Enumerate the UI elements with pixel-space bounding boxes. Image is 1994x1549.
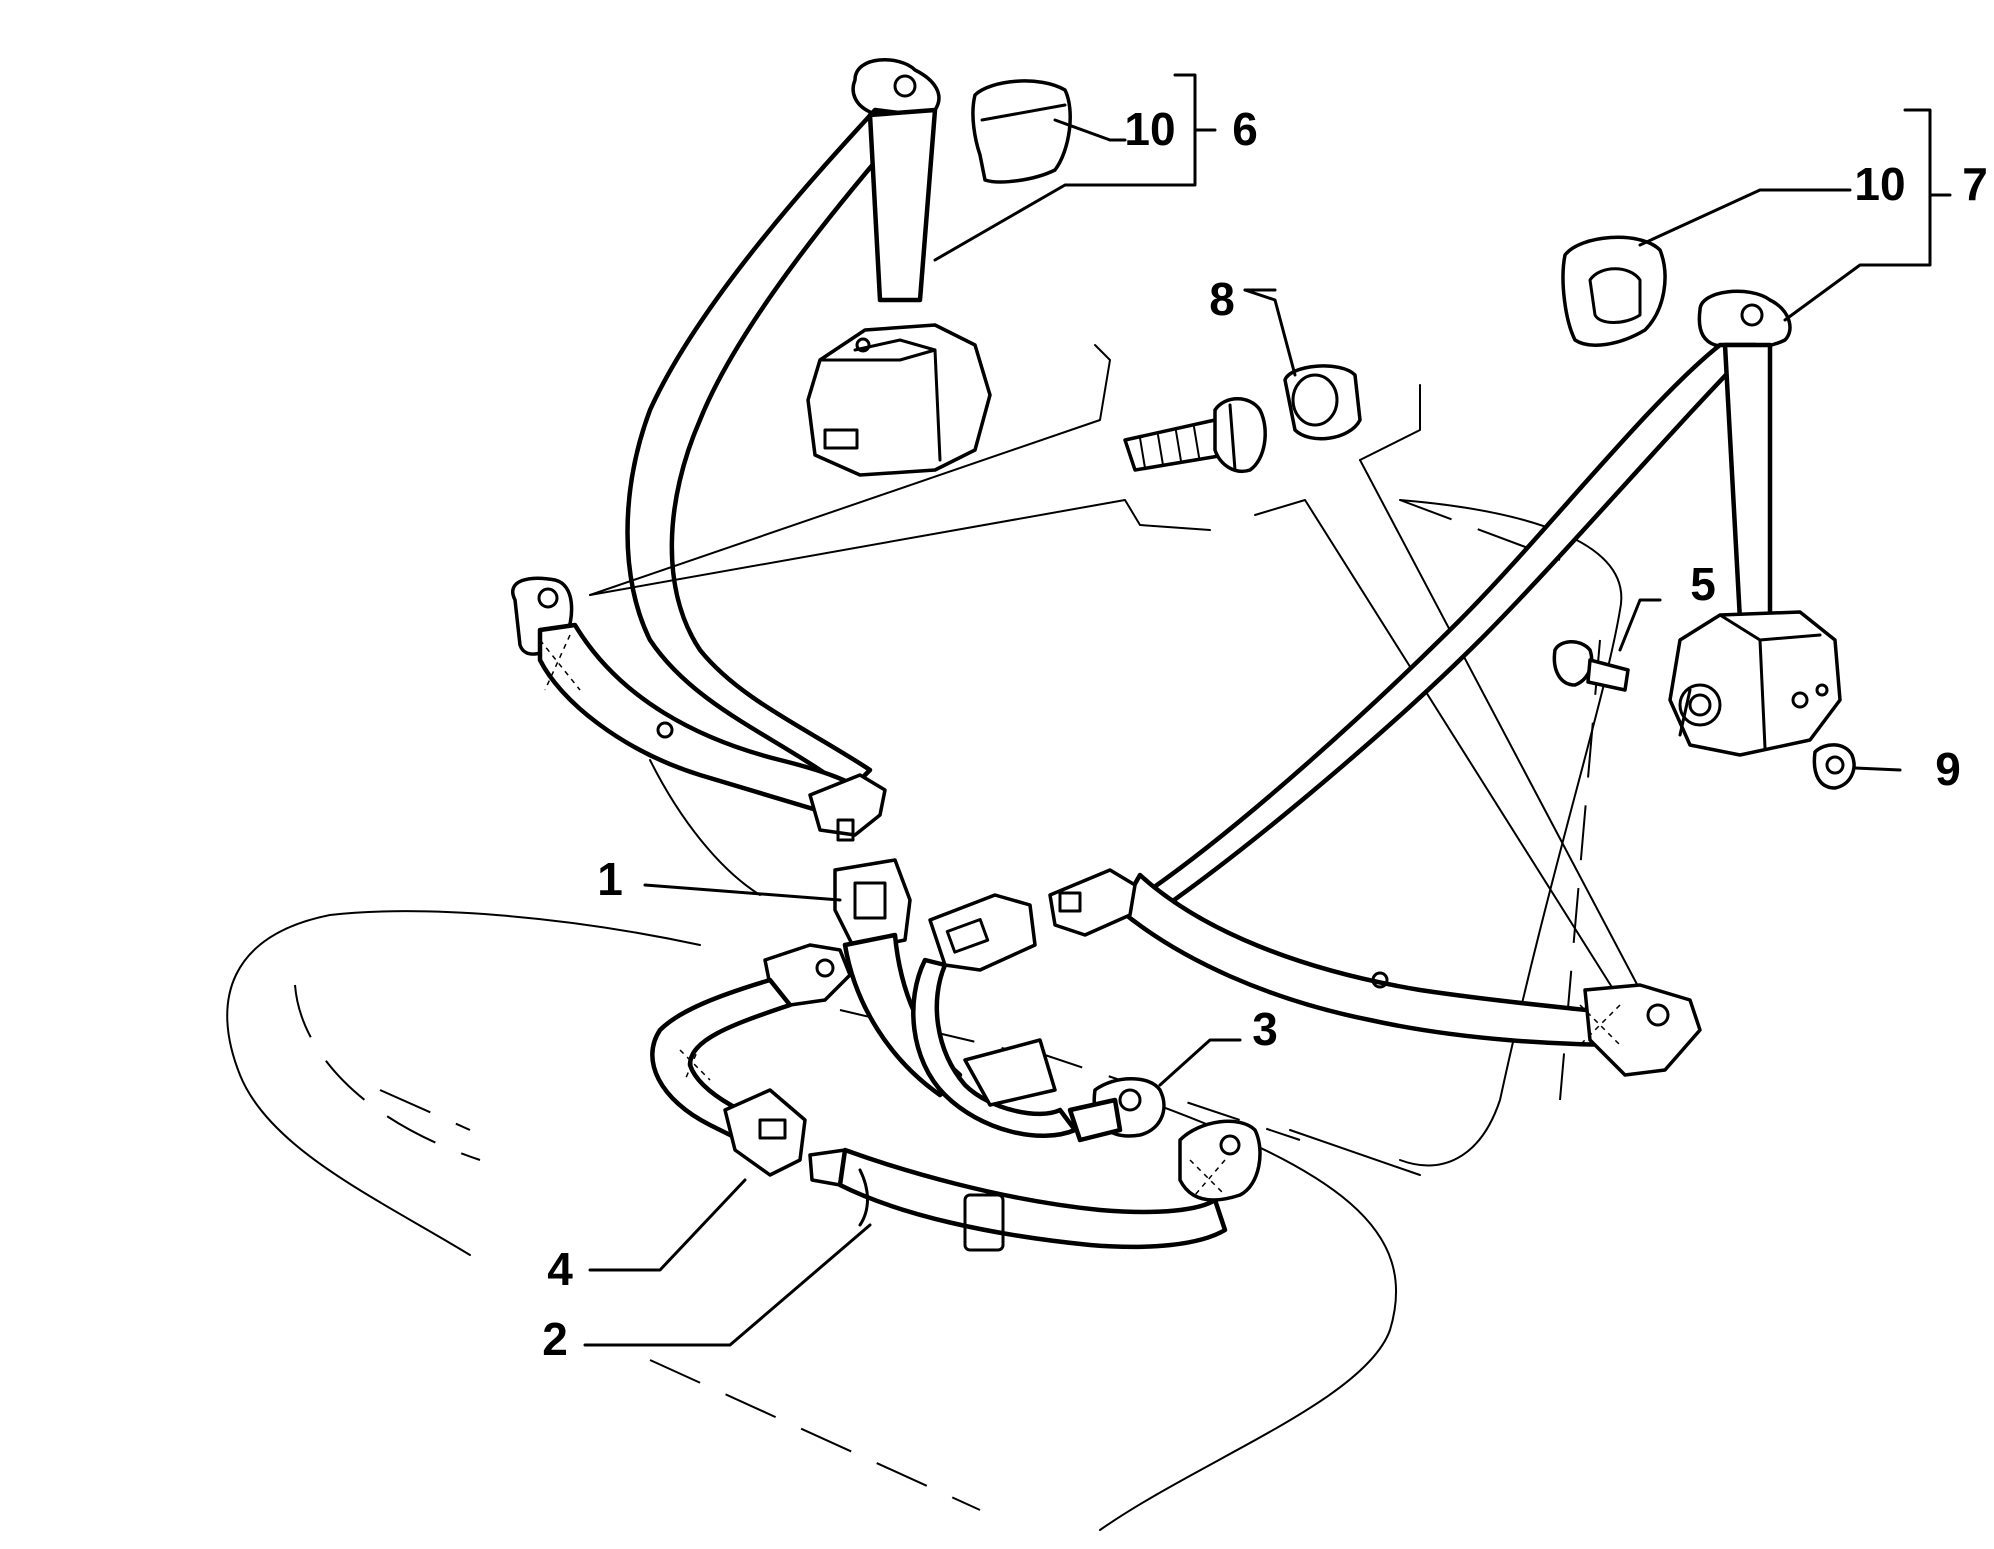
left-retractor-housing	[806, 323, 992, 477]
left-trim-cover	[971, 79, 1127, 184]
anchor-bolt	[1123, 397, 1267, 473]
leader-2	[583, 1223, 872, 1347]
left-lower-anchor-strap	[511, 576, 887, 842]
callout-leaders	[583, 288, 1277, 1347]
callout-2: 2	[542, 1313, 568, 1365]
retractor-nut	[1812, 743, 1902, 790]
buckle-1	[833, 858, 912, 952]
spacer-bush	[1243, 288, 1362, 441]
callout-9: 9	[1935, 743, 1961, 795]
callout-10-right: 10	[1854, 158, 1905, 210]
right-retractor-housing	[1668, 610, 1842, 757]
retractor-bolt	[1552, 598, 1662, 692]
callout-1: 1	[597, 853, 623, 905]
callout-6: 6	[1232, 103, 1258, 155]
lap-belt-left-loop	[650, 943, 852, 1177]
callout-7: 7	[1962, 158, 1988, 210]
callout-10-left: 10	[1124, 103, 1175, 155]
callout-numbers: 1 2 3 4 5 6 7 8 9 10 10	[542, 103, 1988, 1365]
callout-5: 5	[1690, 558, 1716, 610]
callout-3: 3	[1252, 1003, 1278, 1055]
centre-buckle-assembly	[833, 858, 1166, 1143]
buckle-2-head	[928, 893, 1037, 972]
callout-4: 4	[547, 1243, 573, 1295]
callout-8: 8	[1209, 273, 1235, 325]
leader-1	[643, 883, 842, 902]
buckle-4	[723, 1088, 807, 1177]
leader-4	[588, 1178, 747, 1272]
right-lower-anchor-strap	[1048, 868, 1702, 1077]
right-trim-cover	[1561, 188, 1852, 347]
right-retractor-belt-assembly	[1147, 108, 1952, 913]
leader-3	[1158, 1038, 1242, 1087]
lap-belt-2	[808, 1119, 1262, 1252]
left-retractor-belt-assembly	[625, 58, 1217, 793]
